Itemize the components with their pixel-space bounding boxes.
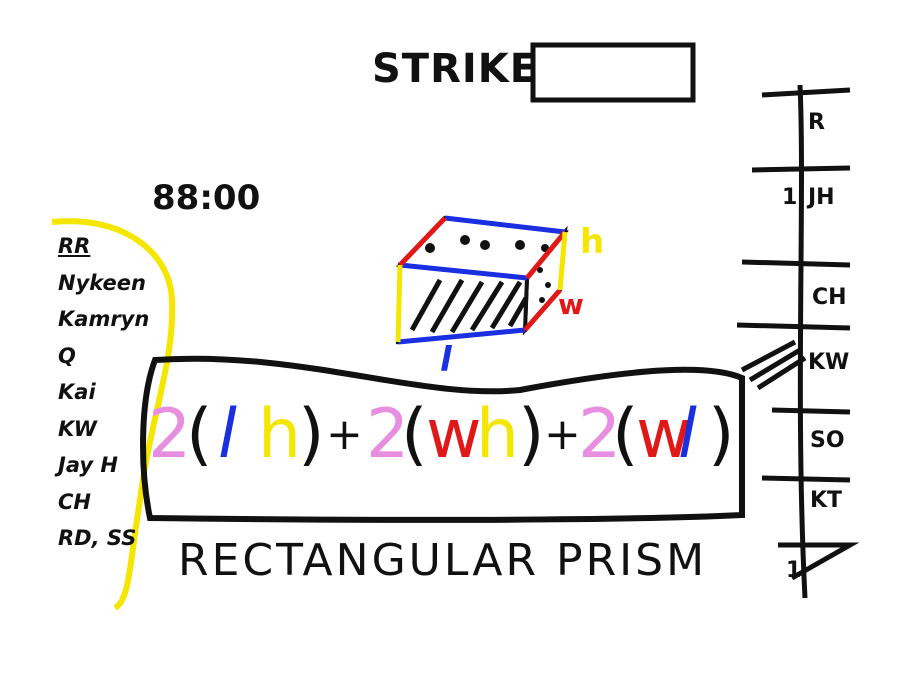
ladder-label: 1 [782, 185, 798, 210]
page-title: RECTANGULAR PRISM [178, 535, 708, 586]
formula-box [140, 355, 745, 523]
formula-term-3b: l [678, 395, 697, 474]
roster-list: RR Nykeen Kamryn Q Kai KW Jay H CH RD, S… [58, 228, 158, 557]
roster-item: Nykeen [58, 270, 146, 295]
ladder-label: JH [808, 185, 835, 210]
ladder-label: 1 [786, 558, 802, 583]
formula-term-1b: h [258, 395, 302, 474]
formula-term-3a: w [636, 395, 692, 474]
formula-plus: + [326, 409, 363, 460]
surface-area-formula: 2 ( l h ) + 2 ( w h ) + 2 ( w l ) [146, 380, 736, 500]
formula-term-2a: w [426, 395, 482, 474]
strike-label: STRIKE [372, 46, 539, 92]
formula-plus: + [544, 409, 581, 460]
roster-item: Jay H [58, 453, 118, 477]
roster-item: RR [58, 234, 91, 258]
formula-term-1a: l [218, 395, 237, 474]
ladder-label: KW [808, 350, 850, 375]
ladder [736, 84, 860, 599]
ladder-label: R [808, 110, 825, 135]
roster-item: KW [58, 416, 97, 441]
formula-coef: 2 [366, 395, 410, 474]
formula-term-2b: h [476, 395, 520, 474]
ladder-label: KT [810, 488, 843, 513]
formula-coef: 2 [148, 395, 192, 474]
strike-box[interactable] [530, 42, 696, 103]
prism-l-label: l [440, 340, 452, 380]
prism-w-label: w [558, 288, 584, 321]
ladder-label: SO [810, 428, 845, 453]
roster-item: CH [58, 489, 91, 514]
roster-item: Q [58, 343, 76, 368]
roster-item: RD, SS [58, 526, 137, 550]
prism-h-label: h [580, 222, 605, 262]
roster-bracket [51, 218, 176, 611]
formula-coef: 2 [578, 395, 622, 474]
roster-item: Kai [58, 380, 96, 404]
roster-item: Kamryn [58, 307, 150, 331]
timer-display: 88:00 [152, 178, 261, 218]
prism-drawing [395, 215, 569, 345]
ladder-label: CH [812, 285, 847, 310]
